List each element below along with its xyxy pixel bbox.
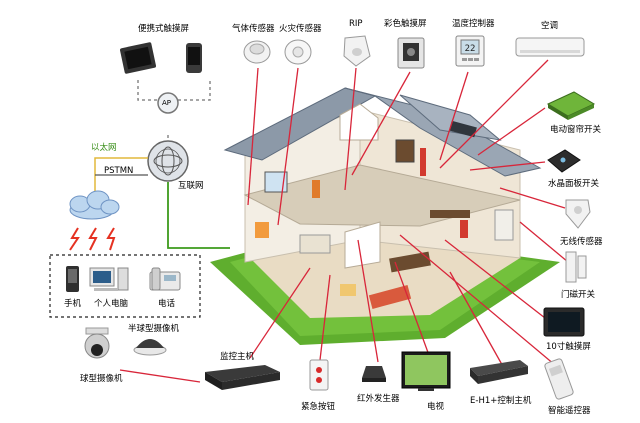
wireless-sensor-icon [565,199,591,229]
label-dome-camera: 半球型摄像机 [128,324,180,334]
callout-lines [119,59,569,383]
temperature-readout: 22 [465,44,476,54]
telephone-icon [149,267,181,291]
label-air-conditioner: 空调 [541,21,559,31]
label-rip: RIP [349,19,363,29]
curtain-switch-icon [546,91,596,120]
label-pc: 个人电脑 [94,299,129,309]
label-control-host: E-H1+控制主机 [470,396,532,406]
ethernet-line [94,157,148,198]
ball-camera-icon [84,327,110,359]
label-monitor-host: 监控主机 [220,352,255,362]
label-gas-sensor: 气体传感器 [232,24,275,34]
signal-bolt-icon [106,227,116,251]
client-devices-box [49,254,201,318]
label-touchscreen-10: 10寸触摸屏 [546,342,591,352]
temperature-controller-icon [455,35,485,67]
label-ap: AP [162,99,172,107]
label-door-switch: 门磁开关 [561,290,596,300]
ir-transmitter-icon [362,366,386,382]
label-ethernet: 以太网 [91,143,117,153]
label-ball-camera: 球型摄像机 [80,374,123,384]
label-emergency-button: 紧急按钮 [301,402,336,412]
crystal-panel-switch-icon [547,149,581,173]
label-internet: 互联网 [178,181,204,191]
ap-node [157,92,179,114]
label-telephone: 电话 [158,299,176,309]
signal-bolt-icon [69,227,80,251]
tv-icon [401,351,451,391]
label-color-touchscreen: 彩色触摸屏 [384,19,427,29]
label-portable-touchscreen: 便携式触摸屏 [138,24,190,34]
fire-sensor-icon [284,39,312,65]
label-temp-controller: 温度控制器 [452,19,495,29]
pir-sensor-icon [343,35,371,67]
label-phone: 手机 [64,299,82,309]
door-magnet-switch-icon [565,251,587,283]
control-host-icon [470,360,528,384]
monitor-host-icon [205,365,280,390]
pc-icon [89,267,129,291]
air-conditioner-icon [515,37,585,57]
internet-green-line [167,182,230,249]
label-tv: 电视 [427,402,445,412]
signal-bolt-icon [88,227,98,251]
smart-remote-icon [544,358,574,400]
house-illustration [210,87,560,345]
gas-sensor-icon [243,40,271,64]
emergency-button-icon [309,359,329,391]
portable-touchscreen-icon [120,42,202,74]
cloud-icon [69,190,120,220]
label-fire-sensor: 火灾传感器 [279,24,322,34]
label-smart-remote: 智能遥控器 [548,406,591,416]
color-touchscreen-icon [397,37,425,69]
label-ir-transmitter: 红外发生器 [357,394,400,404]
mobile-phone-icon [66,266,79,292]
label-wireless-sensor: 无线传感器 [560,237,603,247]
label-pstmn: PSTMN [104,166,134,176]
label-crystal-panel-switch: 水晶面板开关 [548,179,600,189]
label-curtain-switch: 电动窗帘开关 [550,125,602,135]
dome-camera-icon [133,339,167,356]
touchscreen-10inch-icon [543,307,585,337]
network-hub-icon [147,140,189,182]
